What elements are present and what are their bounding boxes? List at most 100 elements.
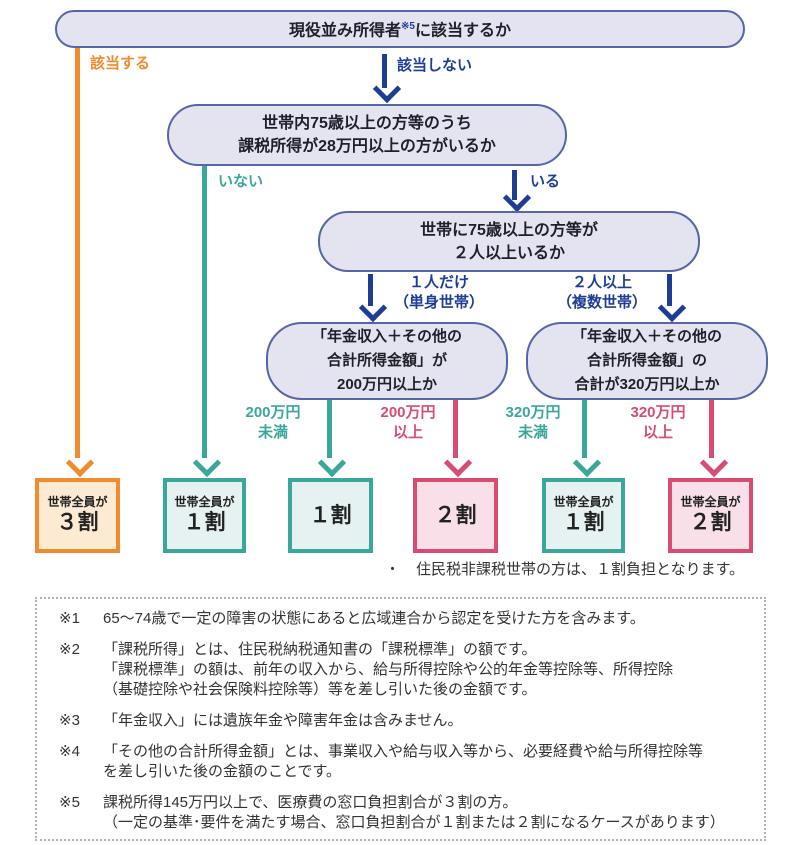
- result-value: １割: [183, 511, 226, 534]
- decision-text: 現役並み所得者※5に該当するか: [289, 21, 511, 40]
- arrowhead-over200-icon: [443, 448, 473, 478]
- tax-exempt-note: ・ 住民税非課税世帯の方は、１割負担となります。: [385, 558, 744, 579]
- footnote-line: 「課税標準」の額は、前年の収入から、給与所得控除や公的年金等控除等、所得控除: [103, 661, 674, 678]
- branch-label-applies: 該当する: [90, 55, 151, 72]
- connector-under320-line: [582, 400, 587, 458]
- footnote-line: を差し引いた後の金額のことです。: [103, 763, 342, 780]
- decision-text: ２人以上いるか: [452, 244, 565, 262]
- branch-label-line: 以上: [392, 424, 423, 441]
- branch-label-line: 320万円: [630, 404, 686, 421]
- footnote-line: （基礎控除や社会保険料控除等）等を差し引いた後の金額です。: [103, 681, 537, 698]
- footnote-marker: ※1: [59, 610, 80, 627]
- result-box-all-10pct-b: 世帯全員が １割: [542, 478, 625, 553]
- decision-text: 世帯に75歳以上の方等が: [420, 221, 598, 239]
- footnote-text: 「年金収入」には遺族年金や障害年金は含みません。: [103, 711, 463, 731]
- result-box-all-20pct: 世帯全員が ２割: [668, 478, 753, 553]
- arrowhead-applies-icon: [65, 448, 95, 478]
- note-bullet: ・: [385, 561, 401, 578]
- result-value: ２割: [689, 511, 732, 534]
- footnote-3: ※3 「年金収入」には遺族年金や障害年金は含みません。: [59, 711, 746, 731]
- branch-label-line: 未満: [517, 424, 548, 441]
- branch-label-line: 以上: [642, 424, 673, 441]
- branch-label-line: 200万円: [380, 404, 436, 421]
- footnote-text: 「その他の合計所得金額」とは、事業収入や給与収入等から、必要経費や給与所得控除等…: [103, 742, 703, 782]
- footnote-line: （一定の基準･要件を満たす場合、窓口負担割合が１割または２割になるケースがありま…: [103, 814, 725, 831]
- result-box-20pct: ２割: [413, 478, 498, 553]
- decision-box-taxable-income-28: 世帯内75歳以上の方等のうち 課税所得が28万円以上の方がいるか: [167, 104, 567, 166]
- result-value: １割: [309, 503, 352, 527]
- connector-no-one-line: [202, 166, 207, 458]
- branch-label-under320: 320万円 未満: [497, 403, 569, 443]
- arrowhead-under320-icon: [572, 448, 602, 478]
- footnote-marker: ※3: [59, 712, 80, 729]
- arrowhead-not-applies-icon: [372, 74, 402, 104]
- footnote-marker: ※2: [59, 641, 80, 658]
- branch-label-over200: 200万円 以上: [372, 403, 444, 443]
- note-text: 住民税非課税世帯の方は、１割負担となります。: [416, 561, 745, 578]
- branch-label-not-applies: 該当しない: [397, 57, 473, 74]
- arrowhead-two-plus-icon: [657, 293, 687, 323]
- result-value: ２割: [434, 503, 477, 527]
- connector-two-plus-line: [667, 274, 672, 306]
- footnote-line: 「その他の合計所得金額」とは、事業収入や給与収入等から、必要経費や給与所得控除等: [103, 743, 704, 760]
- decision-box-pension-200: 「年金収入＋その他の 合計所得金額」が 200万円以上か: [266, 322, 508, 400]
- connector-not-applies-line: [382, 54, 387, 88]
- decision-text: 合計が320万円以上か: [574, 376, 720, 393]
- connector-one-person-line: [368, 274, 373, 306]
- footnote-ref-5: ※5: [401, 21, 415, 33]
- branch-label-over320: 320万円 以上: [622, 403, 694, 443]
- footnote-line: 課税所得145万円以上で、医療費の窓口負担割合が３割の方。: [103, 794, 518, 811]
- footnote-text: 「課税所得」とは、住民税納税通知書の「課税標準」の額です。 「課税標準」の額は、…: [103, 640, 673, 700]
- decision-text: 課税所得が28万円以上の方がいるか: [238, 138, 496, 155]
- footnote-text: 65～74歳で一定の障害の状態にあると広域連合から認定を受けた方を含みます。: [103, 609, 645, 629]
- decision-box-income-level: 現役並み所得者※5に該当するか: [55, 10, 745, 48]
- footnote-line: 「年金収入」には遺族年金や障害年金は含みません。: [103, 712, 463, 729]
- result-box-all-10pct-a: 世帯全員が １割: [163, 478, 246, 553]
- decision-text: 200万円以上か: [336, 376, 438, 393]
- result-label: 世帯全員が: [553, 495, 614, 509]
- branch-label-line: （単身世帯）: [393, 294, 484, 311]
- result-label: 世帯全員が: [174, 495, 235, 509]
- decision-text: 合計所得金額」の: [586, 352, 707, 369]
- branch-label-two-plus: ２人以上 （複数世帯）: [546, 273, 658, 313]
- arrowhead-over320-icon: [699, 448, 729, 478]
- branch-label-line: 320万円: [505, 404, 561, 421]
- decision-text: 「年金収入＋その他の: [311, 328, 462, 345]
- result-label: 世帯全員が: [680, 495, 741, 509]
- connector-under200-line: [327, 400, 332, 458]
- decision-box-two-or-more: 世帯に75歳以上の方等が ２人以上いるか: [318, 211, 700, 272]
- branch-label-under200: 200万円 未満: [237, 403, 309, 443]
- branch-label-line: ２人以上: [571, 274, 632, 291]
- footnote-2: ※2 「課税所得」とは、住民税納税通知書の「課税標準」の額です。 「課税標準」の…: [59, 640, 746, 700]
- decision-text: 合計所得金額」が: [326, 352, 447, 369]
- footnote-4: ※4 「その他の合計所得金額」とは、事業収入や給与収入等から、必要経費や給与所得…: [59, 742, 746, 782]
- arrowhead-under200-icon: [317, 448, 347, 478]
- footnote-line: 「課税所得」とは、住民税納税通知書の「課税標準」の額です。: [103, 641, 537, 658]
- footnotes-box: ※1 65～74歳で一定の障害の状態にあると広域連合から認定を受けた方を含みます…: [35, 597, 766, 841]
- branch-label-line: 200万円: [245, 404, 301, 421]
- decision-text: 世帯内75歳以上の方等のうち: [262, 115, 472, 132]
- footnote-1: ※1 65～74歳で一定の障害の状態にあると広域連合から認定を受けた方を含みます…: [59, 609, 746, 629]
- connector-exists-line: [512, 170, 517, 200]
- result-box-10pct: １割: [288, 478, 373, 553]
- branch-label-line: 未満: [257, 424, 288, 441]
- arrowhead-exists-icon: [502, 183, 532, 213]
- branch-label-no-one: いない: [218, 173, 264, 190]
- footnote-line: 65～74歳で一定の障害の状態にあると広域連合から認定を受けた方を含みます。: [103, 610, 645, 627]
- result-label: 世帯全員が: [47, 495, 108, 509]
- footnote-5: ※5 課税所得145万円以上で、医療費の窓口負担割合が３割の方。 （一定の基準･…: [59, 793, 746, 833]
- result-value: １割: [562, 511, 605, 534]
- connector-over200-line: [453, 400, 458, 458]
- branch-label-line: （複数世帯）: [556, 294, 647, 311]
- result-value: ３割: [56, 511, 99, 534]
- arrowhead-no-one-icon: [192, 448, 222, 478]
- branch-label-one-person: １人だけ （単身世帯）: [383, 273, 495, 313]
- footnote-marker: ※5: [59, 794, 80, 811]
- footnote-marker: ※4: [59, 743, 80, 760]
- result-box-all-30pct: 世帯全員が ３割: [35, 478, 120, 553]
- branch-label-exists: いる: [530, 173, 561, 190]
- branch-label-line: １人だけ: [408, 274, 469, 291]
- connector-applies-line: [75, 48, 80, 458]
- footnote-text: 課税所得145万円以上で、医療費の窓口負担割合が３割の方。 （一定の基準･要件を…: [103, 793, 725, 833]
